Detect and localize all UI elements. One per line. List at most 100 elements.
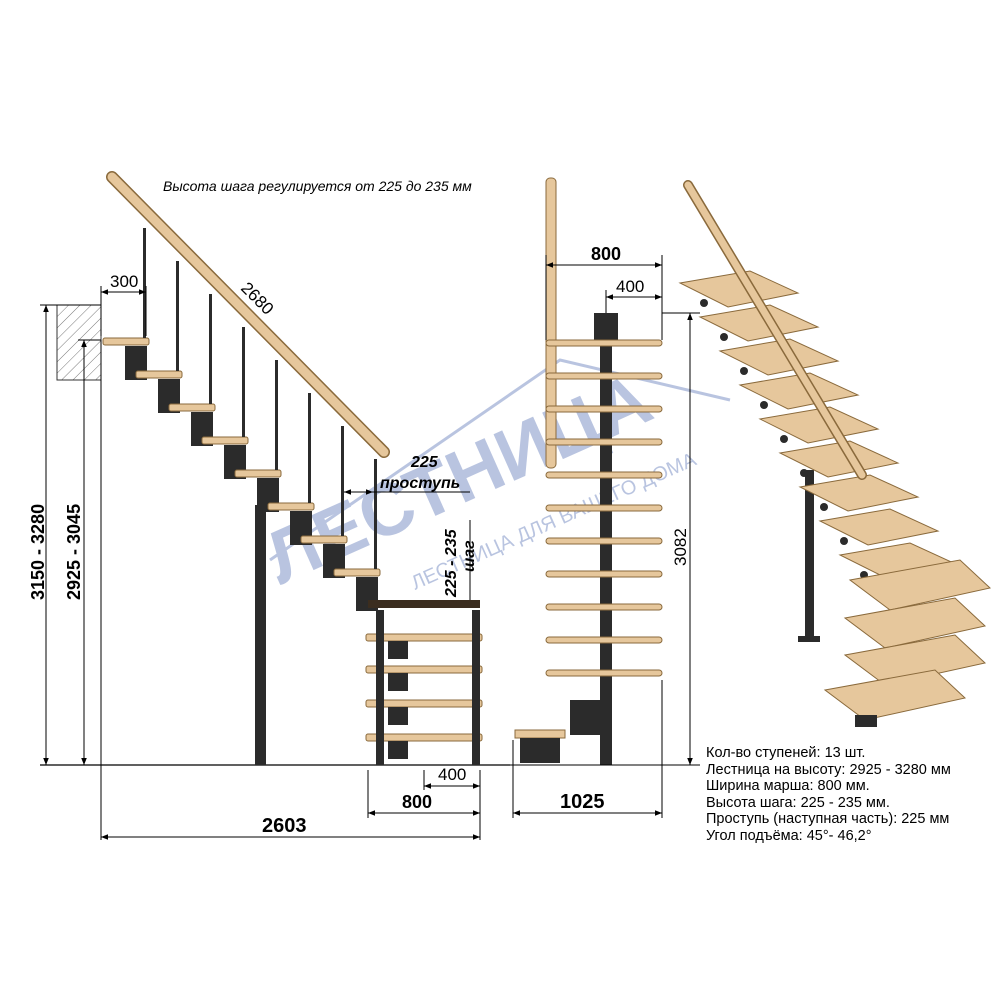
iso-tread	[698, 304, 820, 342]
iso-tread	[778, 440, 900, 478]
iso-winder-tread	[848, 559, 992, 611]
top-note: Высота шага регулируется от 225 до 235 м…	[163, 178, 472, 194]
side-tread	[168, 403, 216, 412]
dim-bottom-800: 800	[402, 792, 432, 812]
iso-bolt	[800, 469, 808, 477]
front-tread	[545, 339, 663, 347]
iso-winder-tread	[823, 669, 967, 721]
side-tread	[333, 568, 381, 577]
lower-tread	[365, 633, 483, 642]
iso-handrail-wood	[684, 181, 866, 479]
lower-stringer-block	[388, 673, 408, 691]
side-tread	[102, 337, 150, 346]
front-tread	[545, 372, 663, 380]
iso-winder-tread	[843, 597, 987, 649]
upper-floor-block	[56, 304, 102, 381]
baluster	[308, 393, 311, 503]
dim-225-label: проступь	[380, 475, 460, 492]
lower-stringer-block	[388, 707, 408, 725]
front-tread	[545, 405, 663, 413]
baluster	[275, 360, 278, 470]
baluster	[374, 459, 377, 569]
spec-angle: Угол подъёма: 45°- 46,2°	[706, 827, 872, 844]
iso-bolt	[700, 299, 708, 307]
side-balusters	[143, 228, 377, 569]
front-lower-stringer	[570, 700, 610, 735]
front-tread	[545, 603, 663, 611]
iso-base-plate	[855, 715, 877, 727]
front-tread	[545, 537, 663, 545]
spec-width: Ширина марша: 800 мм.	[706, 778, 870, 794]
lower-tread	[365, 665, 483, 674]
iso-treads	[678, 270, 992, 721]
iso-winder-tread	[843, 634, 987, 686]
dim-front-half: 400	[616, 277, 644, 296]
support-column	[255, 505, 266, 765]
side-tread	[201, 436, 249, 445]
front-bottom-stringer	[520, 738, 560, 763]
iso-bolt	[740, 367, 748, 375]
front-column-head	[594, 313, 618, 343]
front-treads	[545, 339, 663, 735]
landing-platform	[368, 600, 480, 608]
side-treads	[102, 337, 381, 577]
front-bottom-tread	[514, 729, 566, 739]
lower-tread	[365, 699, 483, 708]
spec-tread: Проступь (наступная часть): 225 мм	[706, 811, 950, 827]
iso-bolt	[840, 537, 848, 545]
side-tread	[234, 469, 282, 478]
dim-front-depth: 1025	[560, 791, 605, 813]
iso-view	[678, 180, 992, 727]
lower-stringer-block	[388, 741, 408, 759]
spec-list: Кол-во ступеней: 13 шт. Лестница на высо…	[706, 745, 951, 844]
lower-tread	[365, 733, 483, 742]
dim-floor-height: 2925 - 3045	[64, 504, 84, 600]
iso-tread	[818, 508, 940, 546]
baluster	[143, 228, 146, 338]
dim-total-height: 3150 - 3280	[28, 504, 48, 600]
lower-post-right	[472, 610, 480, 765]
iso-tread	[678, 270, 800, 308]
side-view: 300 2680 225 проступь 225 - 235 шаг 3150…	[28, 171, 510, 840]
baluster	[209, 294, 212, 404]
spec-height: Лестница на высоту: 2925 - 3280 мм	[706, 761, 951, 778]
baluster	[176, 261, 179, 371]
front-tread	[545, 504, 663, 512]
iso-tread	[798, 474, 920, 512]
iso-tread	[718, 338, 840, 376]
front-tread	[545, 570, 663, 578]
iso-column-base	[798, 636, 820, 642]
baluster	[242, 327, 245, 437]
dim-225: 225	[410, 454, 439, 471]
side-tread	[267, 502, 315, 511]
side-tread	[135, 370, 183, 379]
dim-bottom-400: 400	[438, 765, 466, 784]
iso-bolt	[760, 401, 768, 409]
iso-bolt	[780, 435, 788, 443]
dim-total-length: 2603	[262, 815, 307, 837]
iso-tread	[738, 372, 860, 410]
baluster	[341, 426, 344, 536]
iso-column	[805, 470, 814, 640]
side-lower-treads	[365, 633, 483, 759]
front-tread	[545, 636, 663, 644]
dim-300: 300	[110, 272, 138, 291]
handrail-wood	[107, 172, 389, 457]
iso-tread	[758, 406, 880, 444]
front-tread	[545, 471, 663, 479]
dim-step-range: 225 - 235	[443, 528, 460, 598]
side-tread	[300, 535, 348, 544]
dim-step-label: шаг	[461, 540, 478, 572]
iso-bolt	[720, 333, 728, 341]
spec-step-height: Высота шага: 225 - 235 мм.	[706, 794, 890, 811]
front-view: 800 400 3082 1025	[505, 177, 700, 818]
front-newel-post	[545, 177, 557, 469]
lower-stringer-block	[388, 641, 408, 659]
dim-front-width: 800	[591, 244, 621, 264]
lower-post-left	[376, 610, 384, 765]
spec-steps: Кол-во ступеней: 13 шт.	[706, 745, 866, 761]
dim-front-height: 3082	[671, 528, 690, 566]
front-tread	[545, 669, 663, 677]
front-tread	[545, 438, 663, 446]
